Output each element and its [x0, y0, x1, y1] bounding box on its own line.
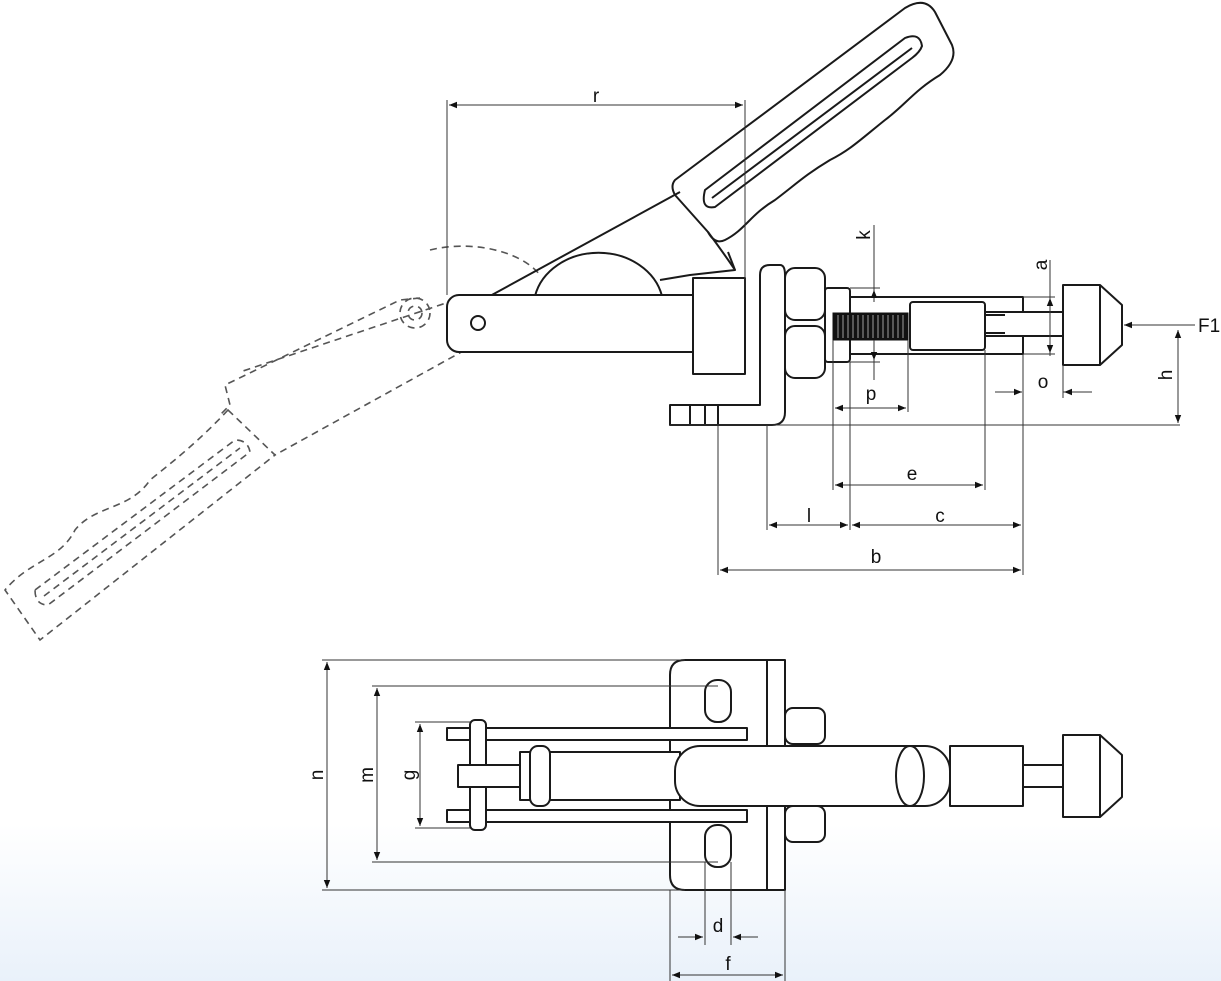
plunger-body	[832, 284, 1123, 366]
mounting-bracket	[669, 264, 851, 426]
hex-nut-lower	[784, 325, 826, 379]
side-dimensions: r k a F1 h o p e l c b	[446, 86, 1220, 575]
dim-label-a: a	[1031, 259, 1052, 270]
handle-grip	[671, 1, 955, 243]
dim-label-p: p	[866, 384, 877, 405]
top-view	[446, 659, 1123, 891]
dim-label-c: c	[935, 506, 945, 527]
dim-label-e: e	[907, 464, 918, 485]
dim-label-d: d	[713, 916, 724, 937]
top-dimensions: n m g d f	[307, 659, 786, 981]
dim-label-h: h	[1156, 370, 1177, 381]
dim-label-b: b	[871, 547, 882, 568]
pressure-head	[1062, 284, 1123, 366]
spring	[832, 312, 909, 341]
dim-label-g: g	[399, 770, 420, 781]
dim-label-n: n	[307, 770, 328, 781]
dim-label-r: r	[593, 86, 600, 107]
dim-label-o: o	[1038, 372, 1049, 393]
pivot-hole	[470, 315, 486, 331]
dim-label-m: m	[357, 767, 378, 783]
mount-slot-upper	[704, 679, 732, 723]
dim-label-f: f	[725, 954, 731, 975]
dim-label-l: l	[807, 506, 811, 527]
ghost-lever-open-position	[3, 245, 541, 642]
force-label-F1: F1	[1198, 316, 1220, 337]
pressure-head-top	[1062, 734, 1123, 818]
hex-nut-upper	[784, 267, 826, 321]
mount-slot-lower	[704, 824, 732, 868]
lever-arm	[446, 191, 746, 353]
dim-label-k: k	[854, 230, 875, 240]
